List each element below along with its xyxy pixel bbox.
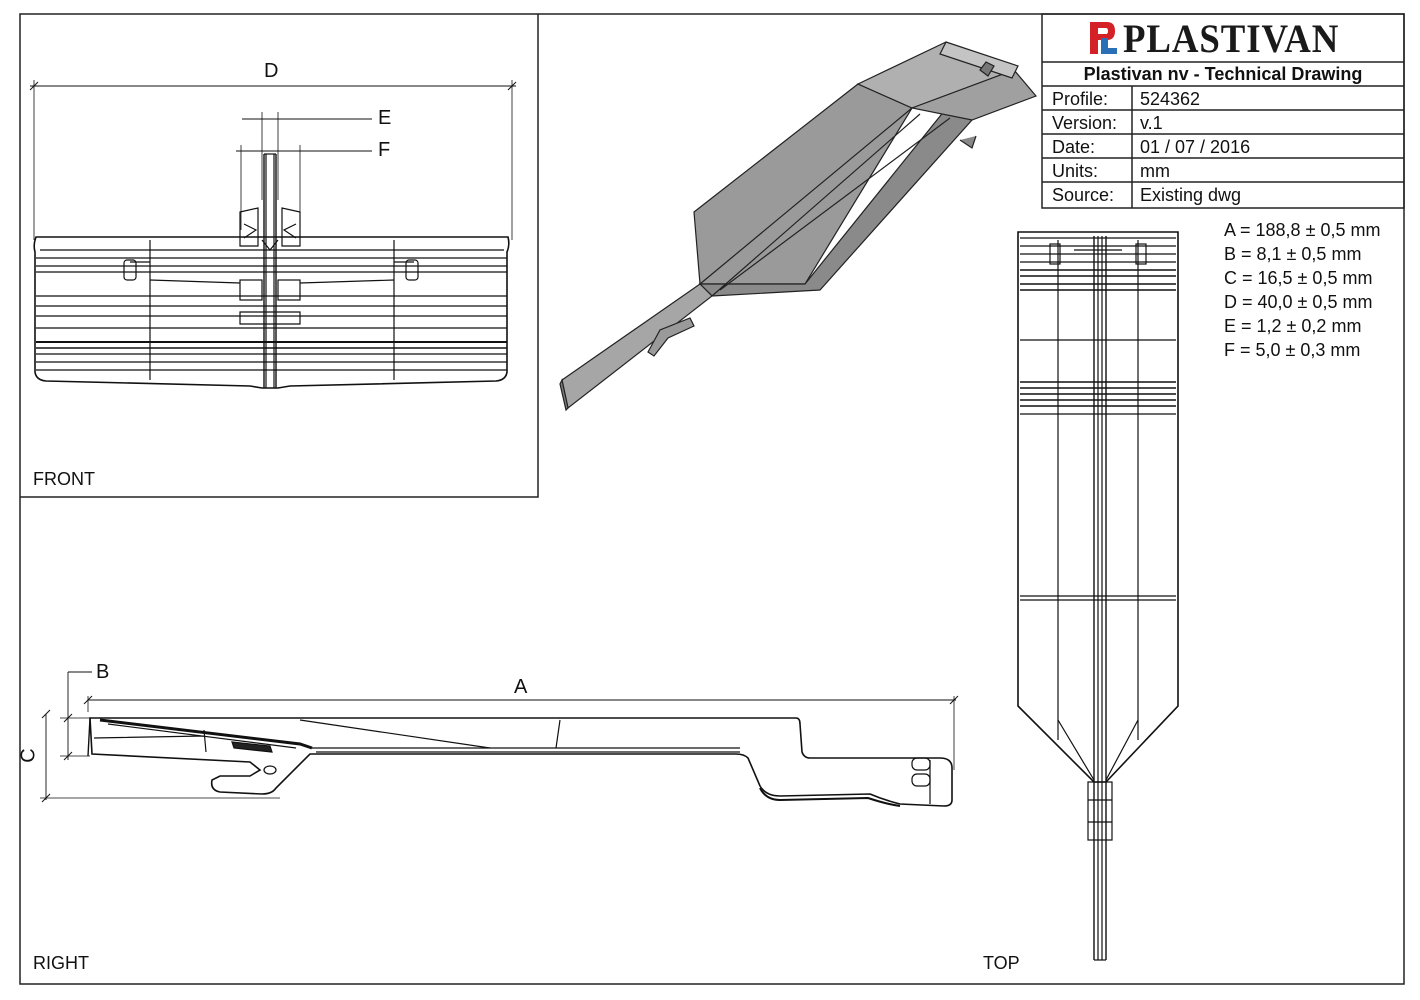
view-label-front: FRONT — [33, 469, 95, 489]
title-block: PLASTIVAN Plastivan nv - Technical Drawi… — [1042, 14, 1404, 208]
brand-logo: PLASTIVAN — [1042, 14, 1404, 62]
dimension-f: F = 5,0 ± 0,3 mm — [1224, 340, 1361, 360]
row-value: v.1 — [1140, 113, 1163, 133]
row-value: mm — [1140, 161, 1170, 181]
row-key: Source: — [1052, 185, 1115, 205]
right-view-drawing — [40, 671, 959, 807]
profile-row: Profile: 524362 — [1042, 87, 1404, 111]
row-value: Existing dwg — [1140, 185, 1242, 205]
row-key: Units: — [1052, 161, 1099, 181]
brand-name: PLASTIVAN — [1122, 15, 1339, 61]
dim-label-d: D — [264, 60, 279, 82]
drawing-subtitle: Plastivan nv - Technical Drawing — [1083, 64, 1363, 84]
plastivan-logo-icon — [1089, 20, 1119, 56]
row-key: Date: — [1052, 137, 1096, 157]
dim-label-f: F — [378, 139, 391, 161]
source-row: Source: Existing dwg — [1042, 183, 1404, 207]
dimension-d: D = 40,0 ± 0,5 mm — [1224, 292, 1373, 312]
front-view-drawing — [29, 80, 517, 389]
title-block-grid — [1041, 13, 1405, 209]
isometric-view-drawing — [559, 41, 1038, 412]
row-value: 01 / 07 / 2016 — [1140, 137, 1251, 157]
date-row: Date: 01 / 07 / 2016 — [1042, 135, 1404, 159]
version-row: Version: v.1 — [1042, 111, 1404, 135]
top-view-drawing — [1017, 231, 1179, 961]
dim-label-e: E — [378, 107, 392, 129]
dim-label-b: B — [96, 661, 110, 683]
dimension-e: E = 1,2 ± 0,2 mm — [1224, 316, 1362, 336]
row-key: Version: — [1052, 113, 1118, 133]
view-label-right: RIGHT — [33, 953, 89, 973]
dim-label-a: A — [514, 676, 528, 698]
row-value: 524362 — [1140, 89, 1201, 109]
dim-label-c: C — [17, 748, 40, 763]
dimension-b: B = 8,1 ± 0,5 mm — [1224, 244, 1362, 264]
row-key: Profile: — [1052, 89, 1109, 109]
units-row: Units: mm — [1042, 159, 1404, 183]
view-label-top: TOP — [983, 953, 1020, 973]
dimension-a: A = 188,8 ± 0,5 mm — [1224, 220, 1381, 240]
dimension-list: A = 188,8 ± 0,5 mm B = 8,1 ± 0,5 mm C = … — [1224, 218, 1414, 362]
dimension-c: C = 16,5 ± 0,5 mm — [1224, 268, 1373, 288]
